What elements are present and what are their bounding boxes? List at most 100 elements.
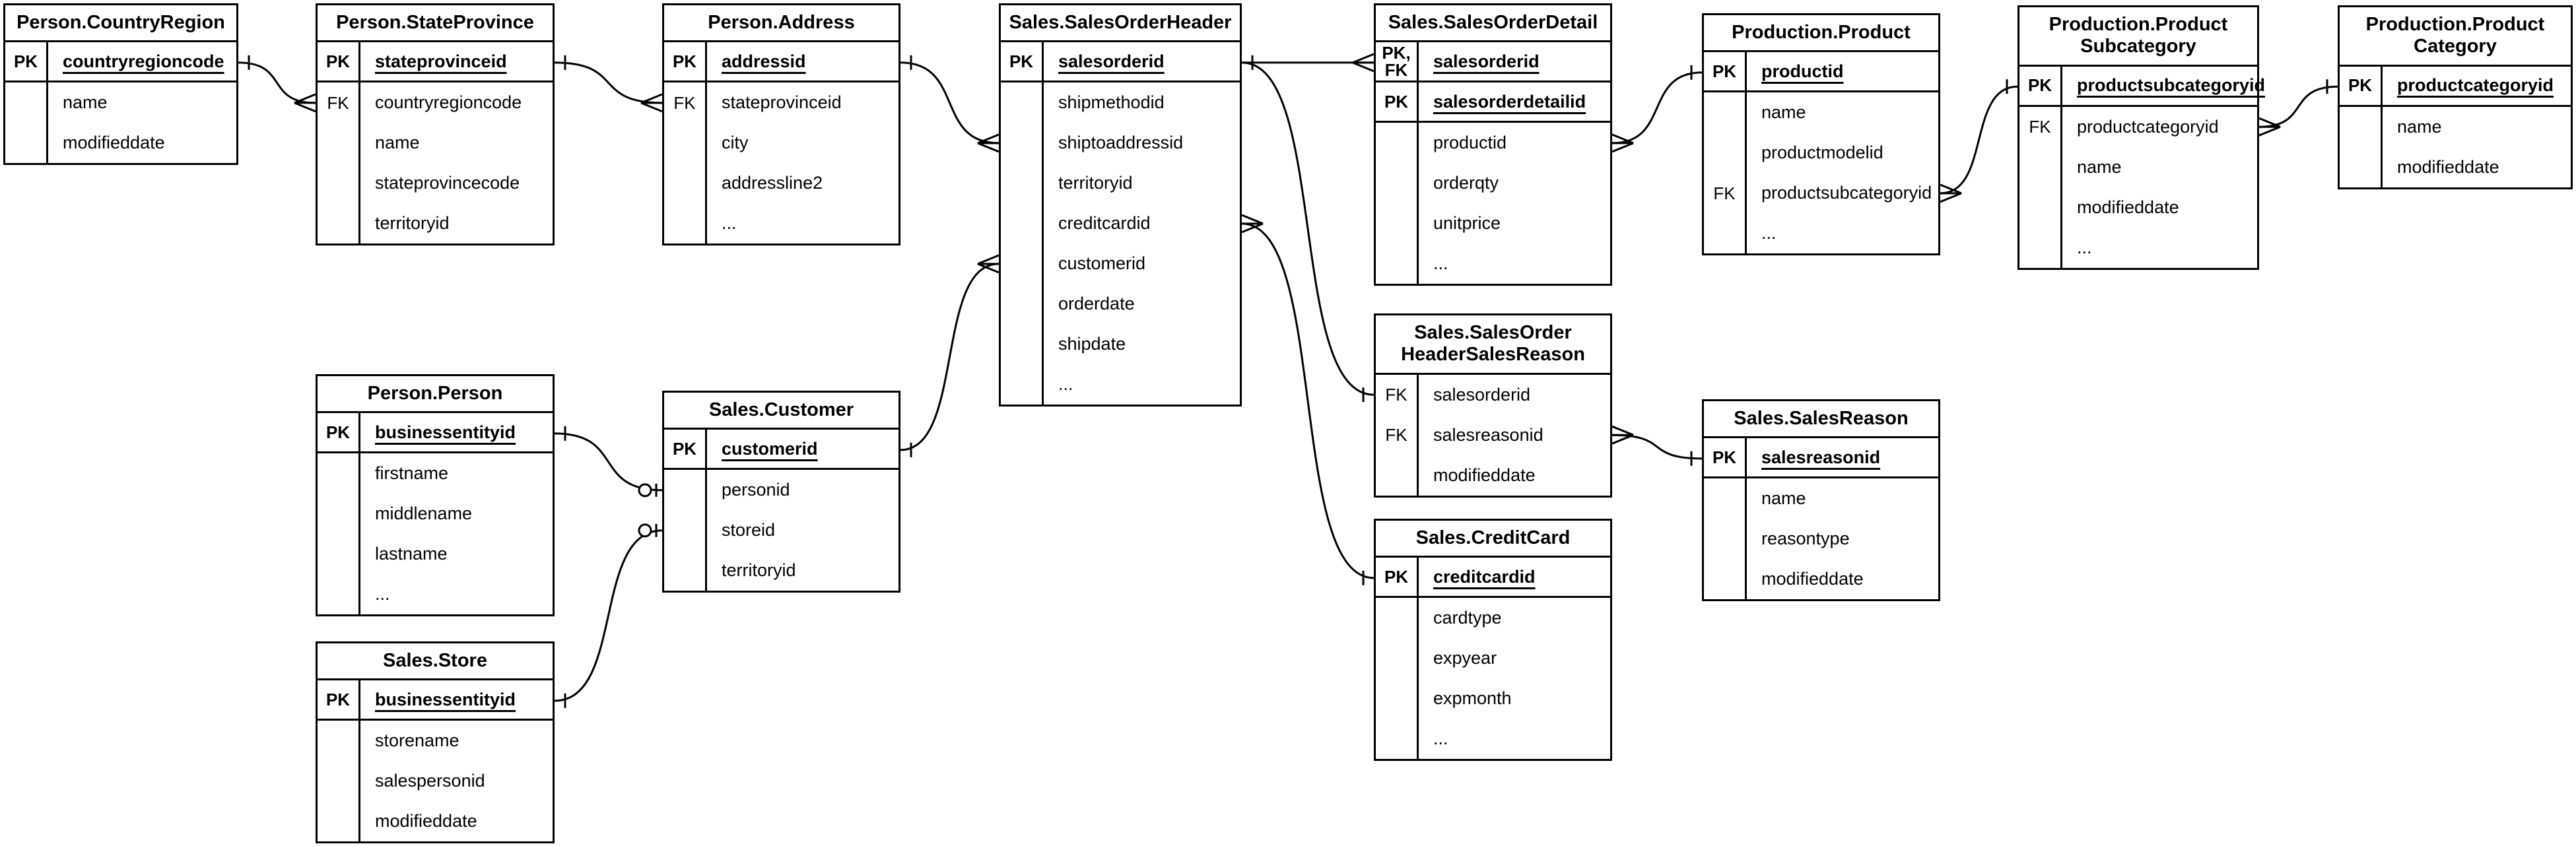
column-name: city	[722, 133, 749, 153]
key-badge	[2019, 227, 2062, 268]
crow-foot-marker	[640, 93, 663, 104]
key-badge	[2019, 187, 2062, 228]
key-badge	[1376, 455, 1419, 496]
crow-foot-marker	[1611, 425, 1634, 436]
table-title: Sales.SalesOrderDetail	[1376, 5, 1610, 43]
crow-foot-marker	[977, 133, 1000, 145]
column-row: name	[5, 82, 236, 123]
relationship-edge[interactable]	[900, 263, 1000, 451]
column-row: productid	[1376, 123, 1610, 164]
relationship-edge[interactable]	[554, 432, 663, 492]
column-name: name	[2077, 156, 2122, 177]
column-row: cardtype	[1376, 598, 1610, 639]
column-name: productcategoryid	[2397, 75, 2554, 96]
column-name: name	[1761, 488, 1806, 509]
table-title: Sales.SalesOrderHeader	[1001, 5, 1240, 43]
column-row: territoryid	[318, 203, 553, 244]
key-badge	[1376, 719, 1419, 760]
relationship-edge[interactable]	[554, 529, 663, 702]
relationship-edge[interactable]	[900, 61, 1000, 145]
key-badge	[1704, 213, 1747, 254]
column-name: salesorderid	[1058, 51, 1165, 71]
relationship-edge[interactable]	[554, 61, 663, 104]
crow-foot-marker	[1352, 61, 1374, 73]
column-name: modifieddate	[63, 133, 165, 153]
key-badge	[1001, 163, 1044, 204]
relationship-edge[interactable]	[2258, 85, 2338, 128]
key-badge: PK	[2340, 66, 2383, 105]
key-badge	[2340, 146, 2383, 187]
key-badge: FK	[1376, 414, 1419, 455]
key-badge: PK	[1376, 82, 1419, 121]
key-badge	[2340, 106, 2383, 147]
relationship-edge[interactable]	[1940, 85, 2018, 195]
column-row: name	[1704, 92, 1938, 133]
key-badge	[664, 203, 707, 244]
key-badge	[1376, 203, 1419, 244]
column-row: modifieddate	[1704, 559, 1938, 600]
key-badge: FK	[664, 82, 707, 123]
key-badge: PK	[1001, 42, 1044, 81]
key-badge: PK	[664, 42, 707, 81]
column-name: shipdate	[1058, 334, 1126, 354]
relationship-edge[interactable]	[238, 61, 316, 104]
key-badge: PK	[664, 430, 707, 469]
column-name: salesorderid	[1433, 384, 1531, 405]
column-name: countryregioncode	[375, 92, 522, 113]
key-badge	[318, 123, 360, 164]
column-row: ...	[1704, 213, 1938, 254]
column-name: modifieddate	[1433, 465, 1536, 485]
key-badge	[1001, 364, 1044, 405]
crow-foot-marker	[977, 142, 1000, 153]
relationship-edge[interactable]	[1241, 222, 1374, 579]
column-name: cardtype	[1433, 608, 1502, 628]
column-row: creditcardid	[1001, 203, 1240, 244]
column-name: orderdate	[1058, 294, 1135, 314]
column-row: stateprovincecode	[318, 163, 553, 204]
key-badge	[664, 470, 707, 511]
column-name: salesorderdetailid	[1433, 91, 1586, 112]
relationship-edge[interactable]	[1241, 61, 1374, 396]
relationship-edge[interactable]	[1611, 71, 1703, 145]
crow-foot-marker	[1611, 142, 1634, 153]
key-badge: FK	[1376, 374, 1419, 415]
key-badge	[664, 550, 707, 591]
column-row: productmodelid	[1704, 133, 1938, 174]
column-name: salesorderid	[1433, 51, 1540, 71]
crow-foot-marker	[2258, 117, 2281, 128]
column-row: ...	[1001, 364, 1240, 405]
column-row: ...	[2019, 227, 2257, 268]
key-badge: PK	[1376, 558, 1419, 597]
column-row: PK salesorderdetailid	[1376, 82, 1610, 123]
column-name: territoryid	[375, 213, 450, 234]
column-name: name	[1761, 102, 1806, 123]
column-name: name	[2397, 116, 2442, 137]
key-badge: PK	[5, 42, 48, 81]
table-title: Sales.Store	[318, 643, 553, 681]
column-name: creditcardid	[1058, 213, 1151, 234]
column-row: modifieddate	[1376, 455, 1610, 496]
column-row: modifieddate	[2019, 187, 2257, 228]
key-badge	[2019, 146, 2062, 187]
column-row: modifieddate	[318, 801, 553, 842]
column-name: ...	[1058, 374, 1073, 395]
key-badge: PK	[318, 413, 360, 452]
key-badge	[5, 123, 48, 164]
